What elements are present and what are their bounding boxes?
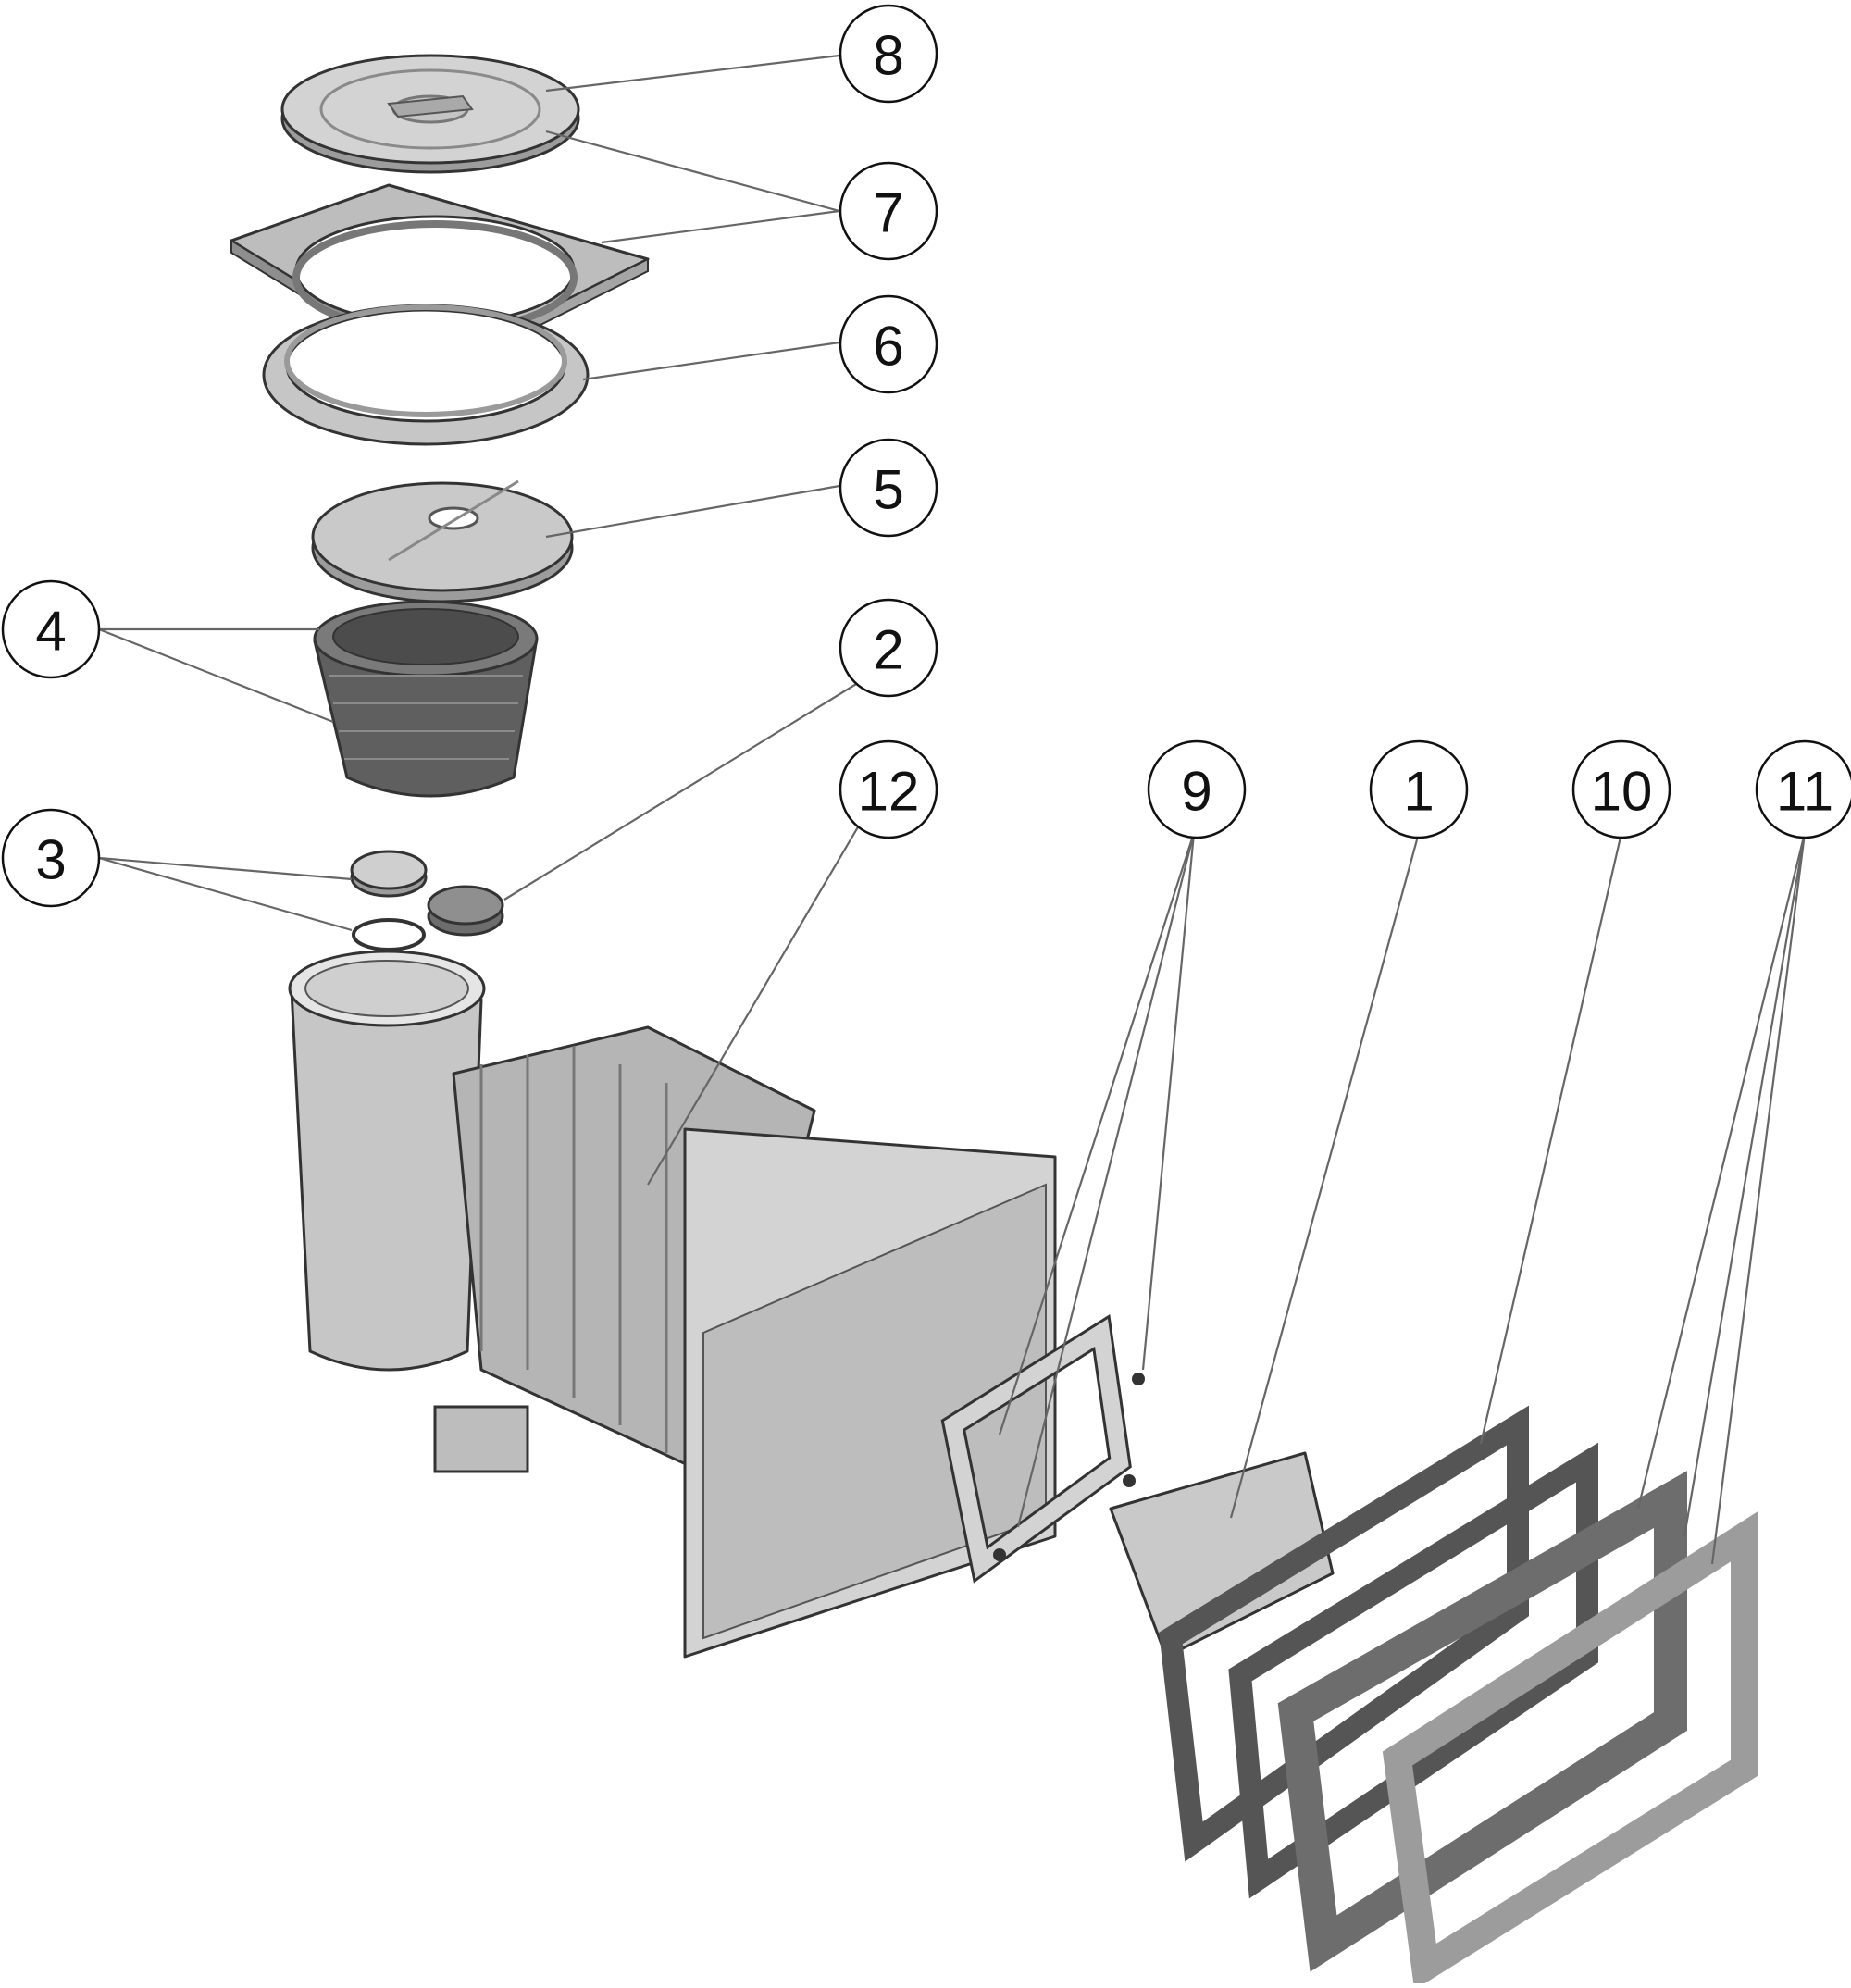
callout-5-label: 5 bbox=[873, 459, 903, 521]
callout-6-label: 6 bbox=[873, 316, 903, 378]
callout-7-label: 7 bbox=[873, 182, 903, 244]
callout-8: 8 bbox=[839, 4, 938, 104]
callout-3: 3 bbox=[1, 808, 101, 908]
callout-1: 1 bbox=[1369, 739, 1469, 839]
callout-7: 7 bbox=[839, 161, 938, 261]
callout-9: 9 bbox=[1147, 739, 1247, 839]
part-5-plate bbox=[311, 479, 574, 603]
callout-4: 4 bbox=[1, 579, 101, 679]
callout-12: 12 bbox=[839, 739, 938, 839]
callout-1-label: 1 bbox=[1403, 761, 1434, 823]
part-8-lid bbox=[280, 54, 580, 174]
callout-6: 6 bbox=[839, 294, 938, 394]
part-12-body bbox=[288, 950, 1057, 1659]
callout-3-label: 3 bbox=[35, 829, 66, 891]
callout-8-label: 8 bbox=[873, 25, 903, 87]
callout-4-label: 4 bbox=[35, 601, 66, 663]
part-1-weir bbox=[1109, 1451, 1335, 1659]
callout-2: 2 bbox=[839, 598, 938, 698]
callout-2-label: 2 bbox=[873, 619, 903, 681]
callout-11-label: 11 bbox=[1776, 761, 1833, 823]
callout-11: 11 bbox=[1755, 739, 1851, 839]
part-10-gaskets bbox=[1159, 1405, 1598, 1899]
part-3-plug bbox=[350, 850, 428, 951]
part-2-plug bbox=[427, 885, 504, 937]
callout-10: 10 bbox=[1571, 739, 1671, 839]
part-6-ring bbox=[262, 304, 590, 446]
callout-5: 5 bbox=[839, 438, 938, 538]
callout-12-label: 12 bbox=[858, 761, 920, 823]
leader-lines bbox=[98, 54, 1807, 1565]
callout-9-label: 9 bbox=[1181, 761, 1211, 823]
part-9-frame bbox=[940, 1314, 1145, 1584]
part-4-basket bbox=[313, 600, 539, 798]
part-11-faceplates bbox=[1277, 1471, 1758, 1988]
callout-10-label: 10 bbox=[1591, 761, 1653, 823]
